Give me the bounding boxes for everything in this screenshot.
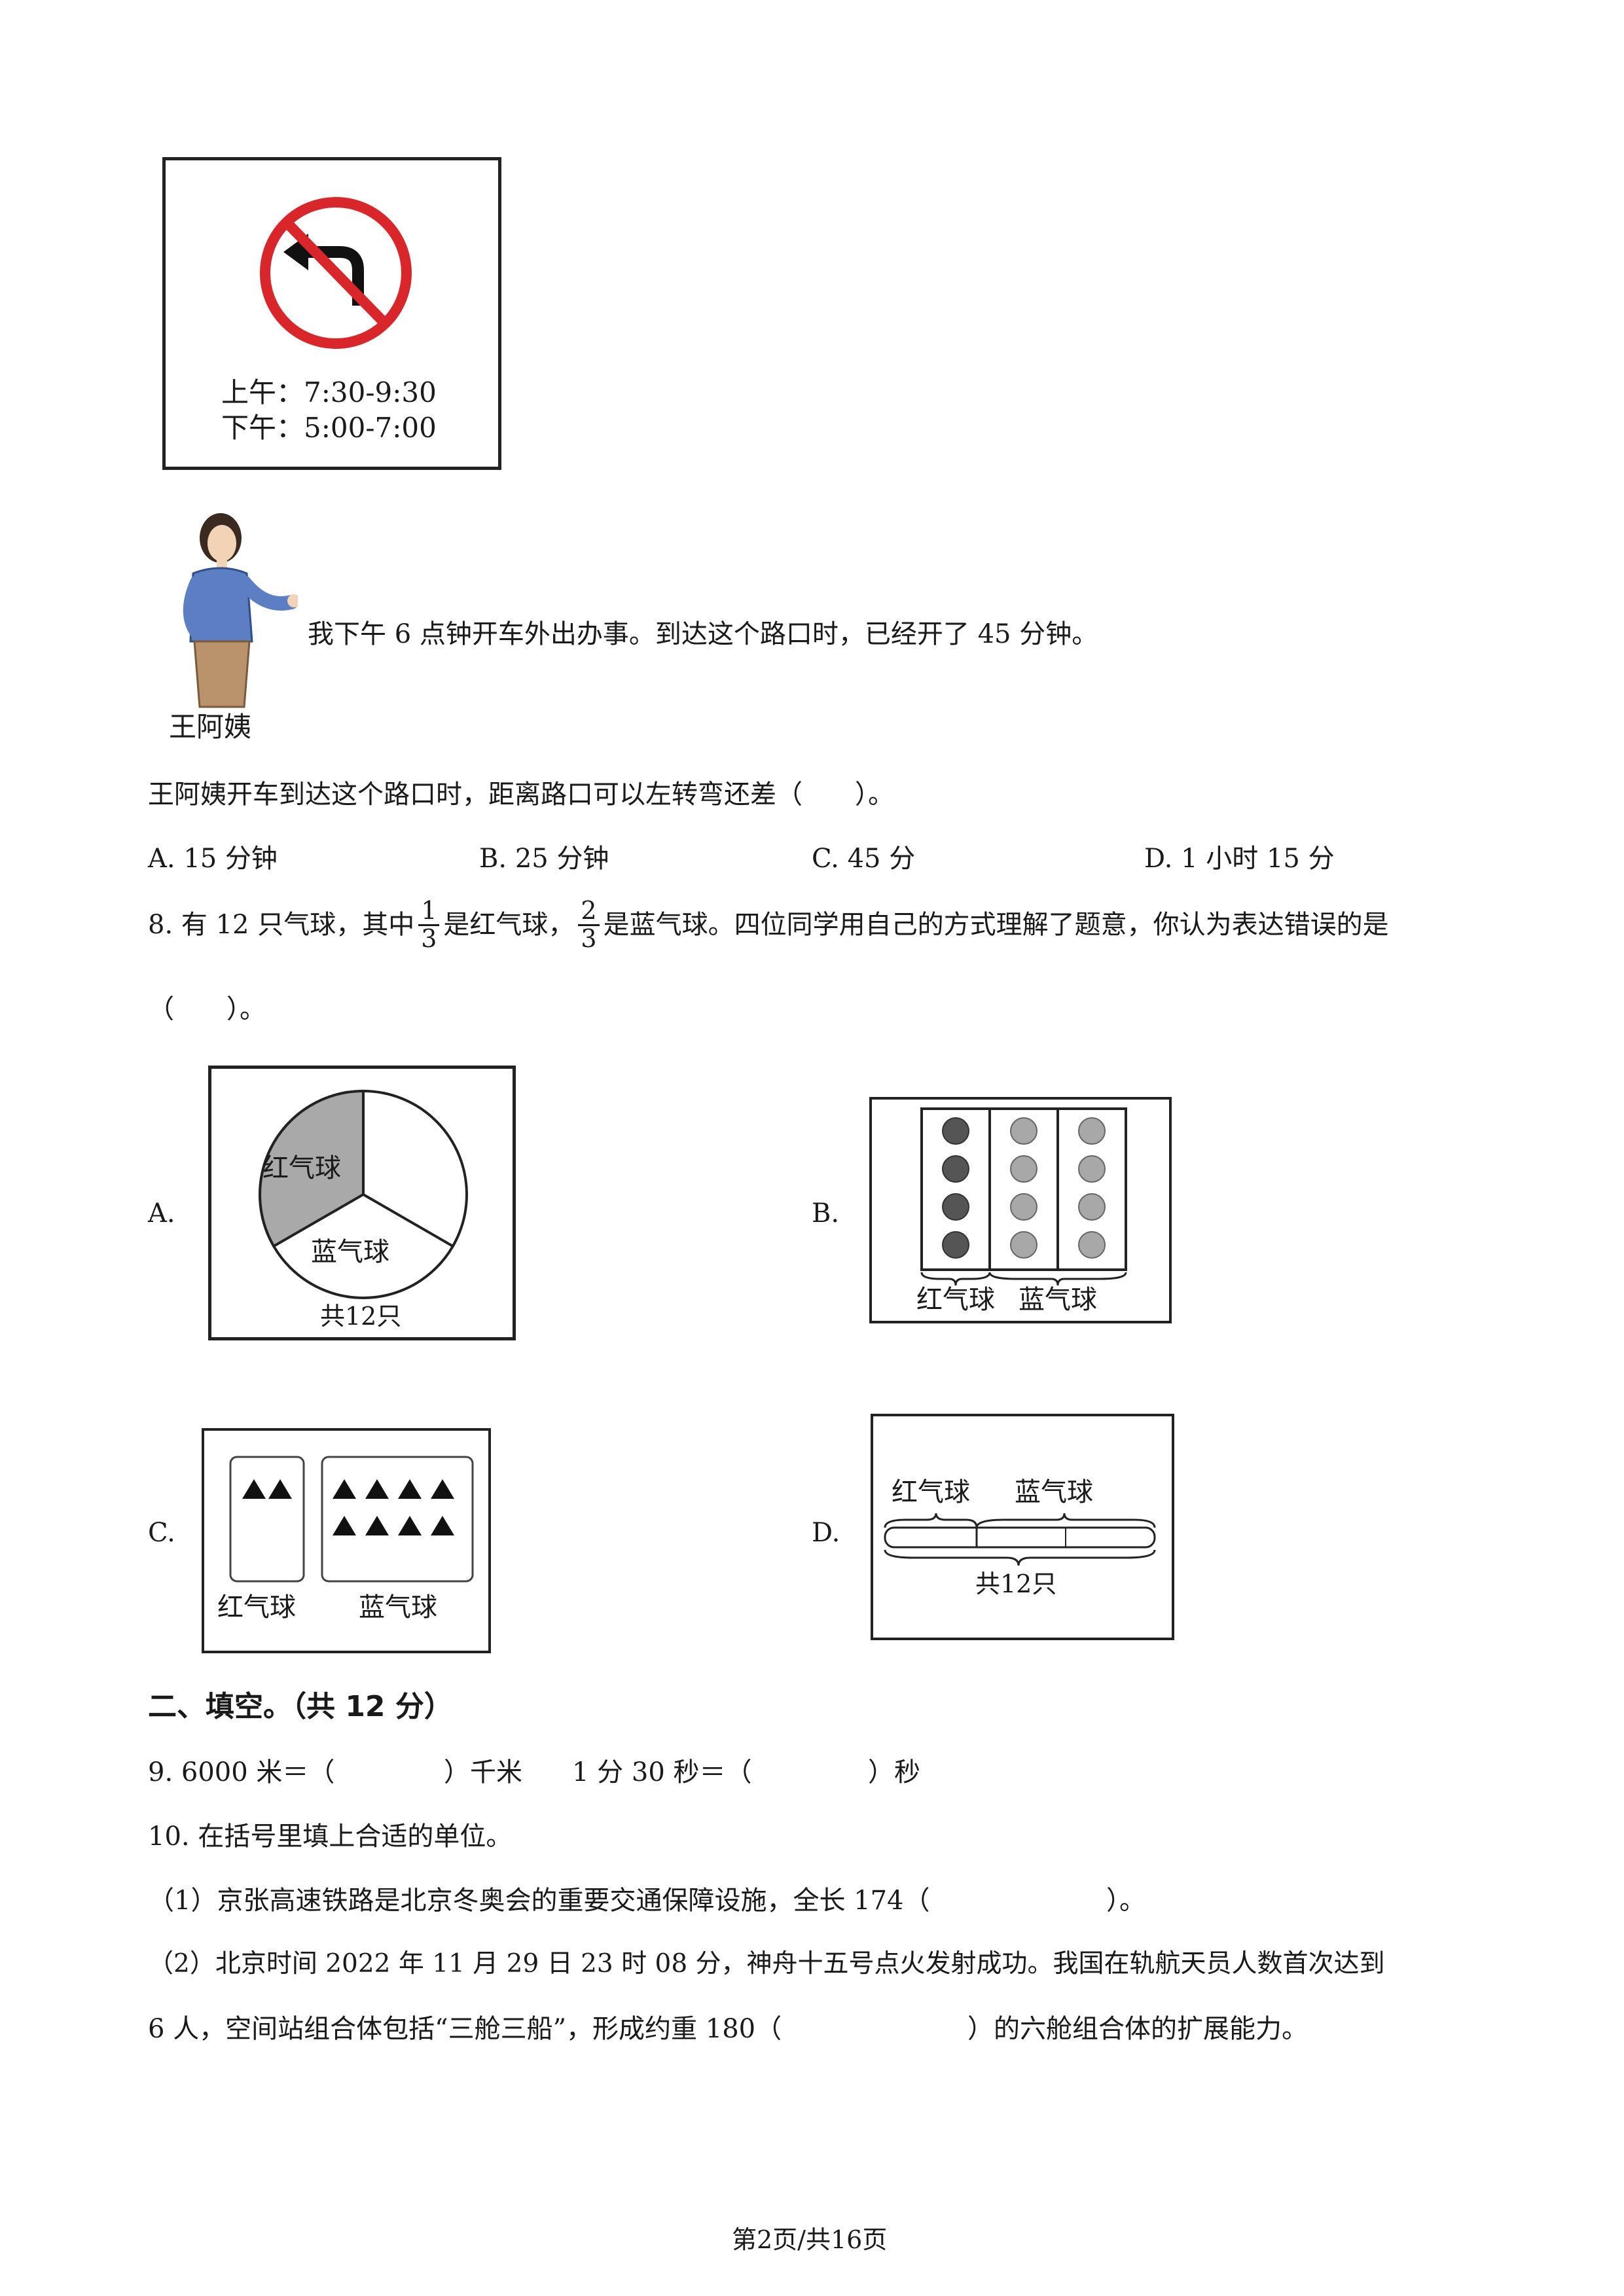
frac2-numerator: 2 — [578, 897, 600, 926]
q8-question: 8. 有 12 只气球，其中 1 3 是红气球， 2 3 是蓝气球。四位同学用自… — [148, 897, 1389, 953]
q7-option-b[interactable]: B. 25 分钟 — [479, 844, 609, 874]
q8-text-3: 是蓝气球。四位同学用自己的方式理解了题意，你认为表达错误的是 — [603, 910, 1389, 941]
strip-diagram — [884, 1513, 1156, 1566]
figure-b-dots: 红气球 蓝气球 — [869, 1097, 1172, 1323]
q10-sub2-line2a: 6 人，空间站组合体包括“三舱三船”，形成约重 180（ — [148, 2014, 782, 2044]
q8-option-d-label[interactable]: D. — [812, 1518, 840, 1548]
dots-red-label: 红气球 — [916, 1285, 995, 1315]
fraction-one-third: 1 3 — [418, 897, 440, 953]
woman-illustration — [183, 513, 298, 708]
section-2-title: 二、填空。（共 12 分） — [148, 1690, 453, 1723]
q8-text-2: 是红气球， — [443, 910, 575, 941]
figure-d-strip: 红气球 蓝气球 共12只 — [871, 1414, 1174, 1640]
q10-sub2-line1: （2）北京时间 2022 年 11 月 29 日 23 时 08 分，神舟十五号… — [148, 1949, 1385, 1979]
q9-part1: 9. 6000 米＝（ — [148, 1757, 335, 1787]
frac2-denominator: 3 — [581, 924, 597, 953]
pie-total-label: 共12只 — [320, 1302, 402, 1331]
q7-question: 王阿姨开车到达这个路口时，距离路口可以左转弯还差（ ）。 — [148, 780, 894, 810]
q10-title: 10. 在括号里填上合适的单位。 — [148, 1821, 513, 1852]
strip-red-label: 红气球 — [892, 1477, 970, 1507]
q9-part2: ）千米 — [444, 1757, 522, 1787]
pie-blue-label: 蓝气球 — [311, 1237, 389, 1267]
triangles-diagram — [229, 1456, 474, 1583]
traffic-sign-box: 上午：7:30-9:30 下午：5:00-7:00 — [162, 157, 501, 470]
dots-blue-label: 蓝气球 — [1019, 1285, 1097, 1315]
q7-option-d[interactable]: D. 1 小时 15 分 — [1144, 844, 1335, 874]
q10-sub2-line2b: ）的六舱组合体的扩展能力。 — [967, 2014, 1308, 2044]
figure-c-triangles: 红气球 蓝气球 — [202, 1428, 491, 1653]
q10-sub1-b: ）。 — [1106, 1886, 1146, 1916]
speaker-name: 王阿姨 — [169, 711, 252, 743]
q9-part3: 1 分 30 秒＝（ — [572, 1757, 752, 1787]
q10-sub1-a: （1）京张高速铁路是北京冬奥会的重要交通保障设施，全长 174（ — [148, 1886, 930, 1916]
frac1-numerator: 1 — [418, 897, 440, 926]
pie-chart — [259, 1089, 468, 1299]
strip-total-label: 共12只 — [975, 1570, 1057, 1598]
speaker-speech: 我下午 6 点钟开车外出办事。到达这个路口时，已经开了 45 分钟。 — [308, 619, 1098, 649]
triangles-red-label: 红气球 — [217, 1592, 296, 1623]
sign-time-afternoon: 下午：5:00-7:00 — [221, 412, 437, 444]
pie-red-label: 红气球 — [262, 1153, 341, 1183]
page-footer: 第2页/共16页 — [732, 2225, 888, 2254]
q8-answer-blank[interactable]: （ ）。 — [148, 994, 266, 1024]
q8-option-b-label[interactable]: B. — [812, 1198, 840, 1229]
no-left-turn-sign-icon — [260, 197, 412, 349]
q9-part4: ）秒 — [868, 1757, 920, 1787]
q7-option-c[interactable]: C. 45 分 — [812, 844, 916, 874]
figure-a-pie: 红气球 蓝气球 共12只 — [208, 1066, 516, 1340]
q8-option-c-label[interactable]: C. — [148, 1518, 175, 1548]
q7-option-a[interactable]: A. 15 分钟 — [148, 844, 278, 874]
triangles-blue-label: 蓝气球 — [359, 1592, 437, 1623]
q8-text-1: 8. 有 12 只气球，其中 — [148, 910, 415, 941]
q8-option-a-label[interactable]: A. — [148, 1198, 175, 1229]
dots-diagram — [920, 1107, 1127, 1286]
fraction-two-thirds: 2 3 — [578, 897, 600, 953]
sign-time-morning: 上午：7:30-9:30 — [221, 376, 437, 408]
strip-blue-label: 蓝气球 — [1015, 1477, 1093, 1507]
frac1-denominator: 3 — [421, 924, 437, 953]
